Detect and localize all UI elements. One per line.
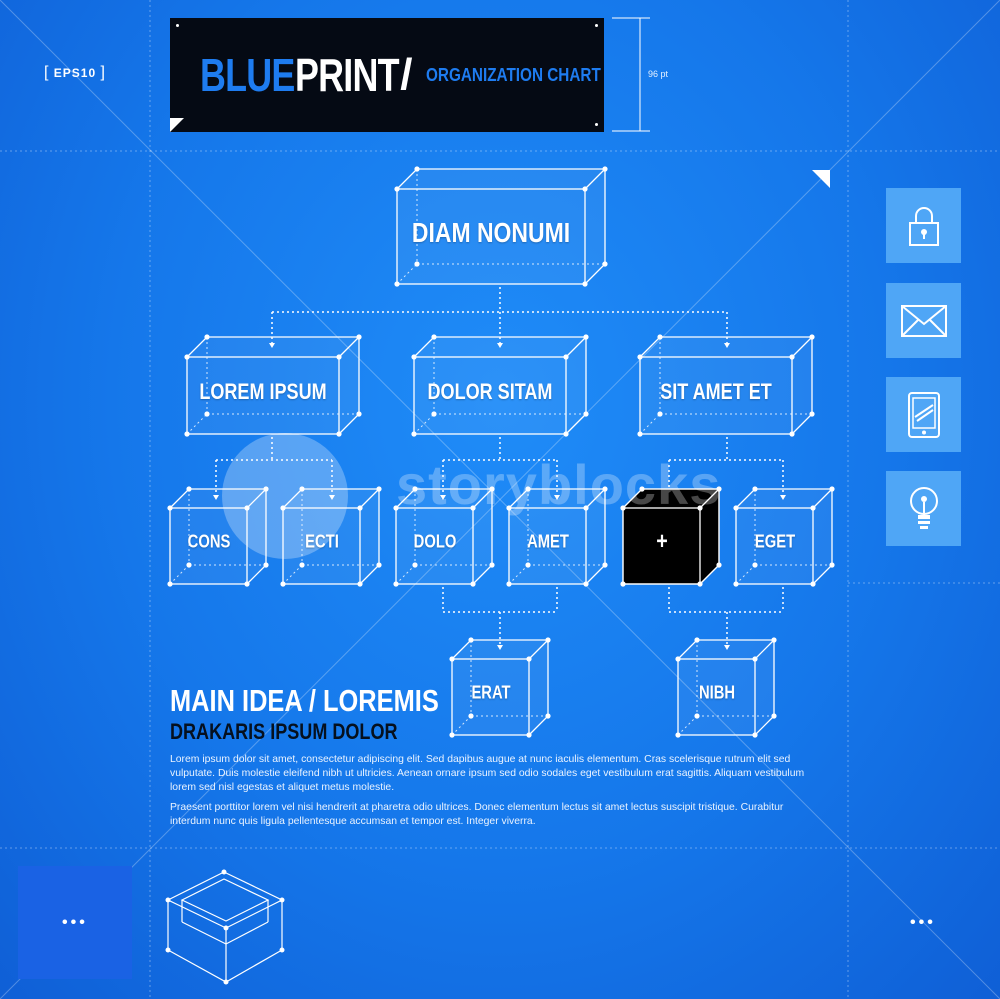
org-box-label-erat: ERAT [470,682,511,703]
lightbulb-icon-tile[interactable] [886,471,961,546]
title-fold-corner [170,118,184,132]
org-box-plus[interactable] [620,486,722,587]
footer-right-more-button[interactable]: ••• [910,914,936,931]
org-box-label-lorem-ipsum: LOREM IPSUM [199,378,327,404]
title-blue-word: BLUE [200,49,295,101]
title-white-word: PRINT [295,49,400,101]
main-subtitle: DRAKARIS IPSUM DOLOR [170,719,398,744]
title-slash: / [400,50,413,99]
envelope-icon [900,304,947,337]
org-box-dolo[interactable] [393,486,495,587]
tablet-icon-tile[interactable] [886,377,961,452]
org-box-label-plus: + [655,528,668,555]
footer-left-more-button[interactable]: ••• [62,914,88,931]
format-tag: [ EPS10 ] [44,64,106,81]
lightbulb-icon [909,486,938,529]
org-box-label-ecti: ECTI [304,531,339,552]
org-chart-boxes [167,166,835,738]
paragraph-1: Lorem ipsum dolor sit amet, consectetur … [170,754,805,793]
org-box-erat[interactable] [449,637,551,738]
org-box-amet[interactable] [506,486,608,587]
org-box-dolor-sitam[interactable] [411,334,589,437]
format-tag-text: EPS10 [53,66,97,80]
org-box-cons[interactable] [167,486,269,587]
org-box-label-nibh: NIBH [698,682,735,703]
lock-icon-tile[interactable] [886,188,961,263]
footer-square [18,866,132,979]
lock-icon [908,206,939,246]
org-box-nibh[interactable] [675,637,777,738]
org-box-label-dolor-sitam: DOLOR SITAM [427,378,553,404]
org-chart-connectors [213,287,786,650]
org-box-label-root: DIAM NONUMI [411,216,571,248]
org-box-label-sit-amet-et: SIT AMET ET [660,378,772,404]
watermark-logo [222,433,348,559]
watermark-text: storyblocks [396,453,722,516]
org-box-label-cons: CONS [187,531,230,552]
org-box-root[interactable] [394,166,608,287]
dimension-label: 96 pt [648,69,669,79]
main-title: MAIN IDEA / LOREMIS [170,683,439,718]
paragraph-2: Praesent porttitor lorem vel nisi hendre… [170,802,784,827]
tablet-icon [907,391,940,438]
org-box-label-amet: AMET [526,531,569,552]
org-box-eget[interactable] [733,486,835,587]
org-box-lorem-ipsum[interactable] [184,334,362,437]
org-box-label-dolo: DOLO [413,531,456,552]
title-subtitle: ORGANIZATION CHART [426,64,602,85]
org-box-ecti[interactable] [280,486,382,587]
org-box-sit-amet-et[interactable] [637,334,815,437]
envelope-icon-tile[interactable] [886,283,961,358]
org-box-label-eget: EGET [754,531,795,552]
